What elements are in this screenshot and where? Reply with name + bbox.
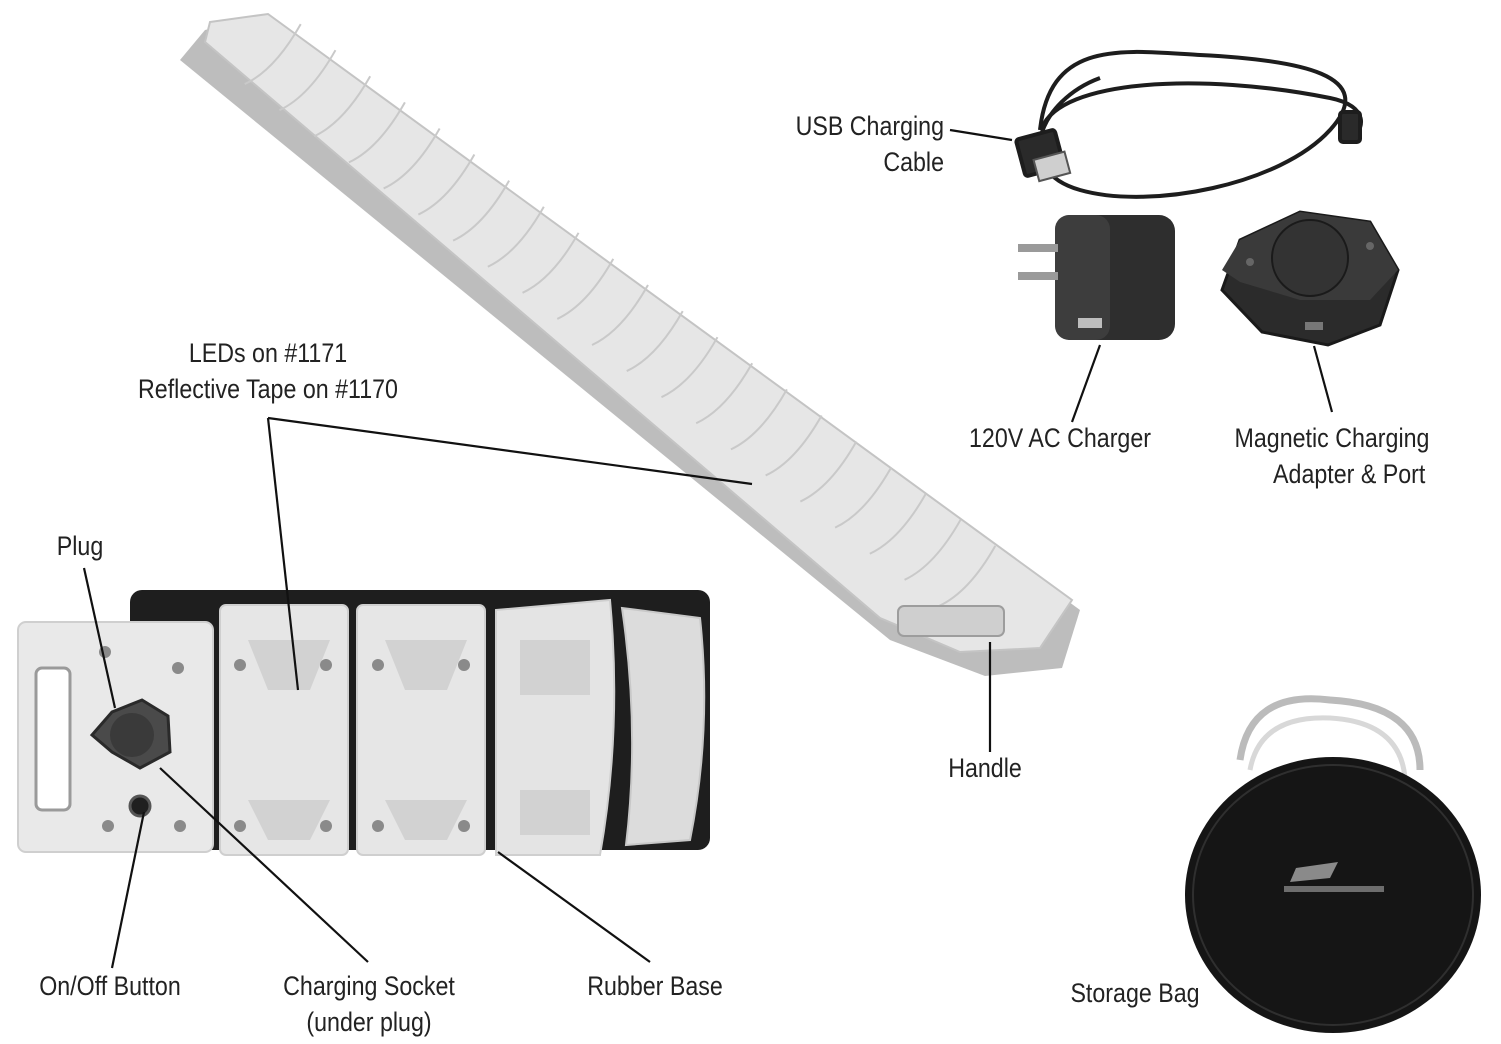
segment-seam bbox=[591, 284, 649, 346]
segment-seam bbox=[799, 441, 858, 503]
handle-label-text: Handle bbox=[948, 753, 1022, 783]
magnetic-adapter-label: Magnetic Charging Adapter & Port bbox=[1215, 420, 1449, 492]
segment-seam bbox=[869, 493, 927, 555]
usb-cable-icon bbox=[1014, 49, 1363, 199]
segment-seam bbox=[522, 232, 580, 294]
rubber-base-label: Rubber Base bbox=[573, 968, 736, 1004]
segment-seam bbox=[279, 49, 337, 112]
magnetic-adapter-icon bbox=[1220, 210, 1400, 347]
segment-seam bbox=[730, 388, 788, 451]
segment-seam bbox=[487, 206, 545, 268]
segment-seam bbox=[661, 336, 719, 399]
segment-seam bbox=[348, 101, 406, 164]
magnetic-adapter-label-line-2: Adapter & Port bbox=[1273, 459, 1426, 489]
segment-seam bbox=[556, 258, 615, 320]
segment-seam bbox=[904, 519, 962, 581]
segment-seam bbox=[765, 414, 823, 477]
leader-lines bbox=[82, 128, 1334, 969]
storage-bag-label: Storage Bag bbox=[1053, 975, 1216, 1011]
segment-seam bbox=[417, 154, 476, 216]
charging-socket-label: Charging Socket (under plug) bbox=[271, 968, 467, 1040]
speed-bump-strip bbox=[180, 12, 1080, 676]
on-off-button bbox=[128, 794, 152, 818]
segment-seam bbox=[695, 362, 754, 425]
leds-label-line-1: LEDs on #1171 bbox=[188, 338, 348, 368]
wall-charger-icon bbox=[1018, 215, 1175, 340]
segment-seam bbox=[244, 23, 302, 85]
segment-seam bbox=[834, 467, 892, 529]
charging-socket-label-line-2: (under plug) bbox=[306, 1007, 432, 1037]
carry-handle-cutout bbox=[34, 666, 72, 812]
plug-label-text: Plug bbox=[56, 531, 104, 561]
magnetic-adapter-label-line-1: Magnetic Charging bbox=[1234, 423, 1430, 453]
segment-seam bbox=[938, 545, 997, 607]
ac-charger-label-text: 120V AC Charger bbox=[969, 423, 1151, 453]
on-off-button-label: On/Off Button bbox=[24, 968, 196, 1004]
leds-label-line-2: Reflective Tape on #1170 bbox=[138, 374, 398, 404]
storage-bag-label-text: Storage Bag bbox=[1070, 978, 1200, 1008]
handle-slot bbox=[897, 605, 1005, 637]
segment-seam bbox=[452, 180, 510, 242]
segment-seam bbox=[383, 127, 441, 190]
usb-cable-label: USB Charging Cable bbox=[786, 108, 944, 180]
speed-bump-closeup bbox=[17, 590, 710, 856]
storage-bag-icon bbox=[1185, 695, 1481, 1033]
segment-seam bbox=[626, 310, 684, 372]
usb-cable-label-line-2: Cable bbox=[883, 147, 944, 177]
on-off-button-label-text: On/Off Button bbox=[39, 971, 181, 1001]
handle-label: Handle bbox=[929, 750, 1041, 786]
charging-socket-label-line-1: Charging Socket bbox=[283, 971, 455, 1001]
plug-label: Plug bbox=[37, 528, 123, 564]
usb-cable-label-line-1: USB Charging bbox=[795, 111, 944, 141]
leds-label: LEDs on #1171 Reflective Tape on #1170 bbox=[120, 335, 416, 407]
rubber-base-label-text: Rubber Base bbox=[587, 971, 723, 1001]
segment-seam bbox=[313, 75, 372, 138]
ac-charger-label: 120V AC Charger bbox=[957, 420, 1163, 456]
